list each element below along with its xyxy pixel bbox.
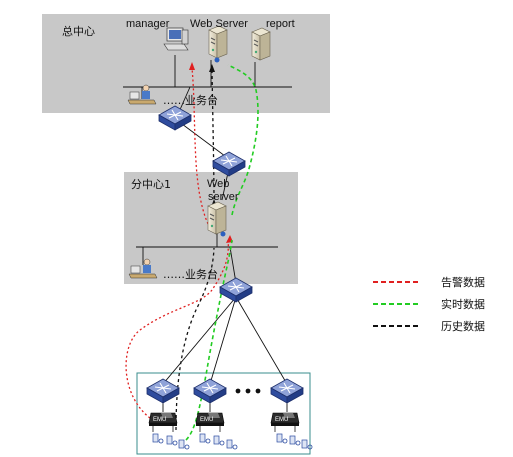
sensor-icon[interactable] bbox=[213, 435, 225, 446]
emu-label-1: EMU bbox=[153, 417, 166, 423]
branch-webserver-label-2: server bbox=[208, 191, 239, 203]
web-server-label: Web Server bbox=[190, 18, 248, 30]
history-flow-path bbox=[211, 69, 215, 206]
sensor-icon[interactable] bbox=[226, 439, 238, 450]
sensor-icon[interactable] bbox=[276, 433, 288, 444]
branch-desk-label: ……业务台 bbox=[163, 267, 218, 281]
sensor-icon[interactable] bbox=[289, 435, 301, 446]
legend-label-realtime: 实时数据 bbox=[441, 297, 485, 311]
branch-web-server-globe-icon bbox=[220, 231, 226, 237]
hq-desk-label: ……业务台 bbox=[163, 93, 218, 107]
report-label: report bbox=[266, 18, 295, 30]
emu-label-3: EMU bbox=[275, 417, 288, 423]
field-switch-icon-1[interactable] bbox=[146, 378, 180, 404]
legend-label-history: 历史数据 bbox=[441, 319, 485, 333]
hq-operator-desk-icon[interactable] bbox=[127, 84, 157, 105]
web-server-globe-icon bbox=[214, 57, 220, 63]
emu-unit-3[interactable]: EMU bbox=[270, 412, 300, 433]
branch-webserver-label-1: Web bbox=[207, 178, 229, 190]
realtime-flow-path bbox=[227, 64, 259, 216]
branch-title: 分中心1 bbox=[131, 178, 171, 191]
branch-web-server-icon[interactable] bbox=[207, 201, 227, 235]
field-switch-icon-2[interactable] bbox=[193, 378, 227, 404]
emu-label-2: EMU bbox=[200, 417, 213, 423]
field-switch-icon-3[interactable] bbox=[270, 378, 304, 404]
emu-unit-1[interactable]: EMU bbox=[148, 412, 178, 433]
alarm-flow-path bbox=[125, 239, 229, 419]
report-server-icon[interactable] bbox=[251, 27, 271, 61]
history-flow-path bbox=[175, 247, 215, 431]
realtime-flow-path bbox=[185, 239, 233, 441]
sensor-icon[interactable] bbox=[178, 439, 190, 450]
manager-computer-icon[interactable] bbox=[163, 27, 189, 51]
alarm-flow-path bbox=[191, 67, 211, 229]
hq-title: 总中心 bbox=[62, 24, 95, 38]
branch-operator-desk-icon[interactable] bbox=[128, 258, 158, 279]
ellipsis-dots-icon bbox=[235, 388, 261, 394]
field-area-frame bbox=[136, 372, 311, 455]
data-flows bbox=[125, 62, 259, 441]
web-server-icon[interactable] bbox=[208, 25, 228, 59]
legend-label-alarm: 告警数据 bbox=[441, 275, 485, 289]
sensor-icon[interactable] bbox=[166, 435, 178, 446]
emu-unit-2[interactable]: EMU bbox=[195, 412, 225, 433]
sensor-icon[interactable] bbox=[152, 433, 164, 444]
sensor-icon[interactable] bbox=[199, 433, 211, 444]
legend: 告警数据 实时数据 历史数据 bbox=[373, 275, 485, 333]
manager-label: manager bbox=[126, 18, 170, 30]
